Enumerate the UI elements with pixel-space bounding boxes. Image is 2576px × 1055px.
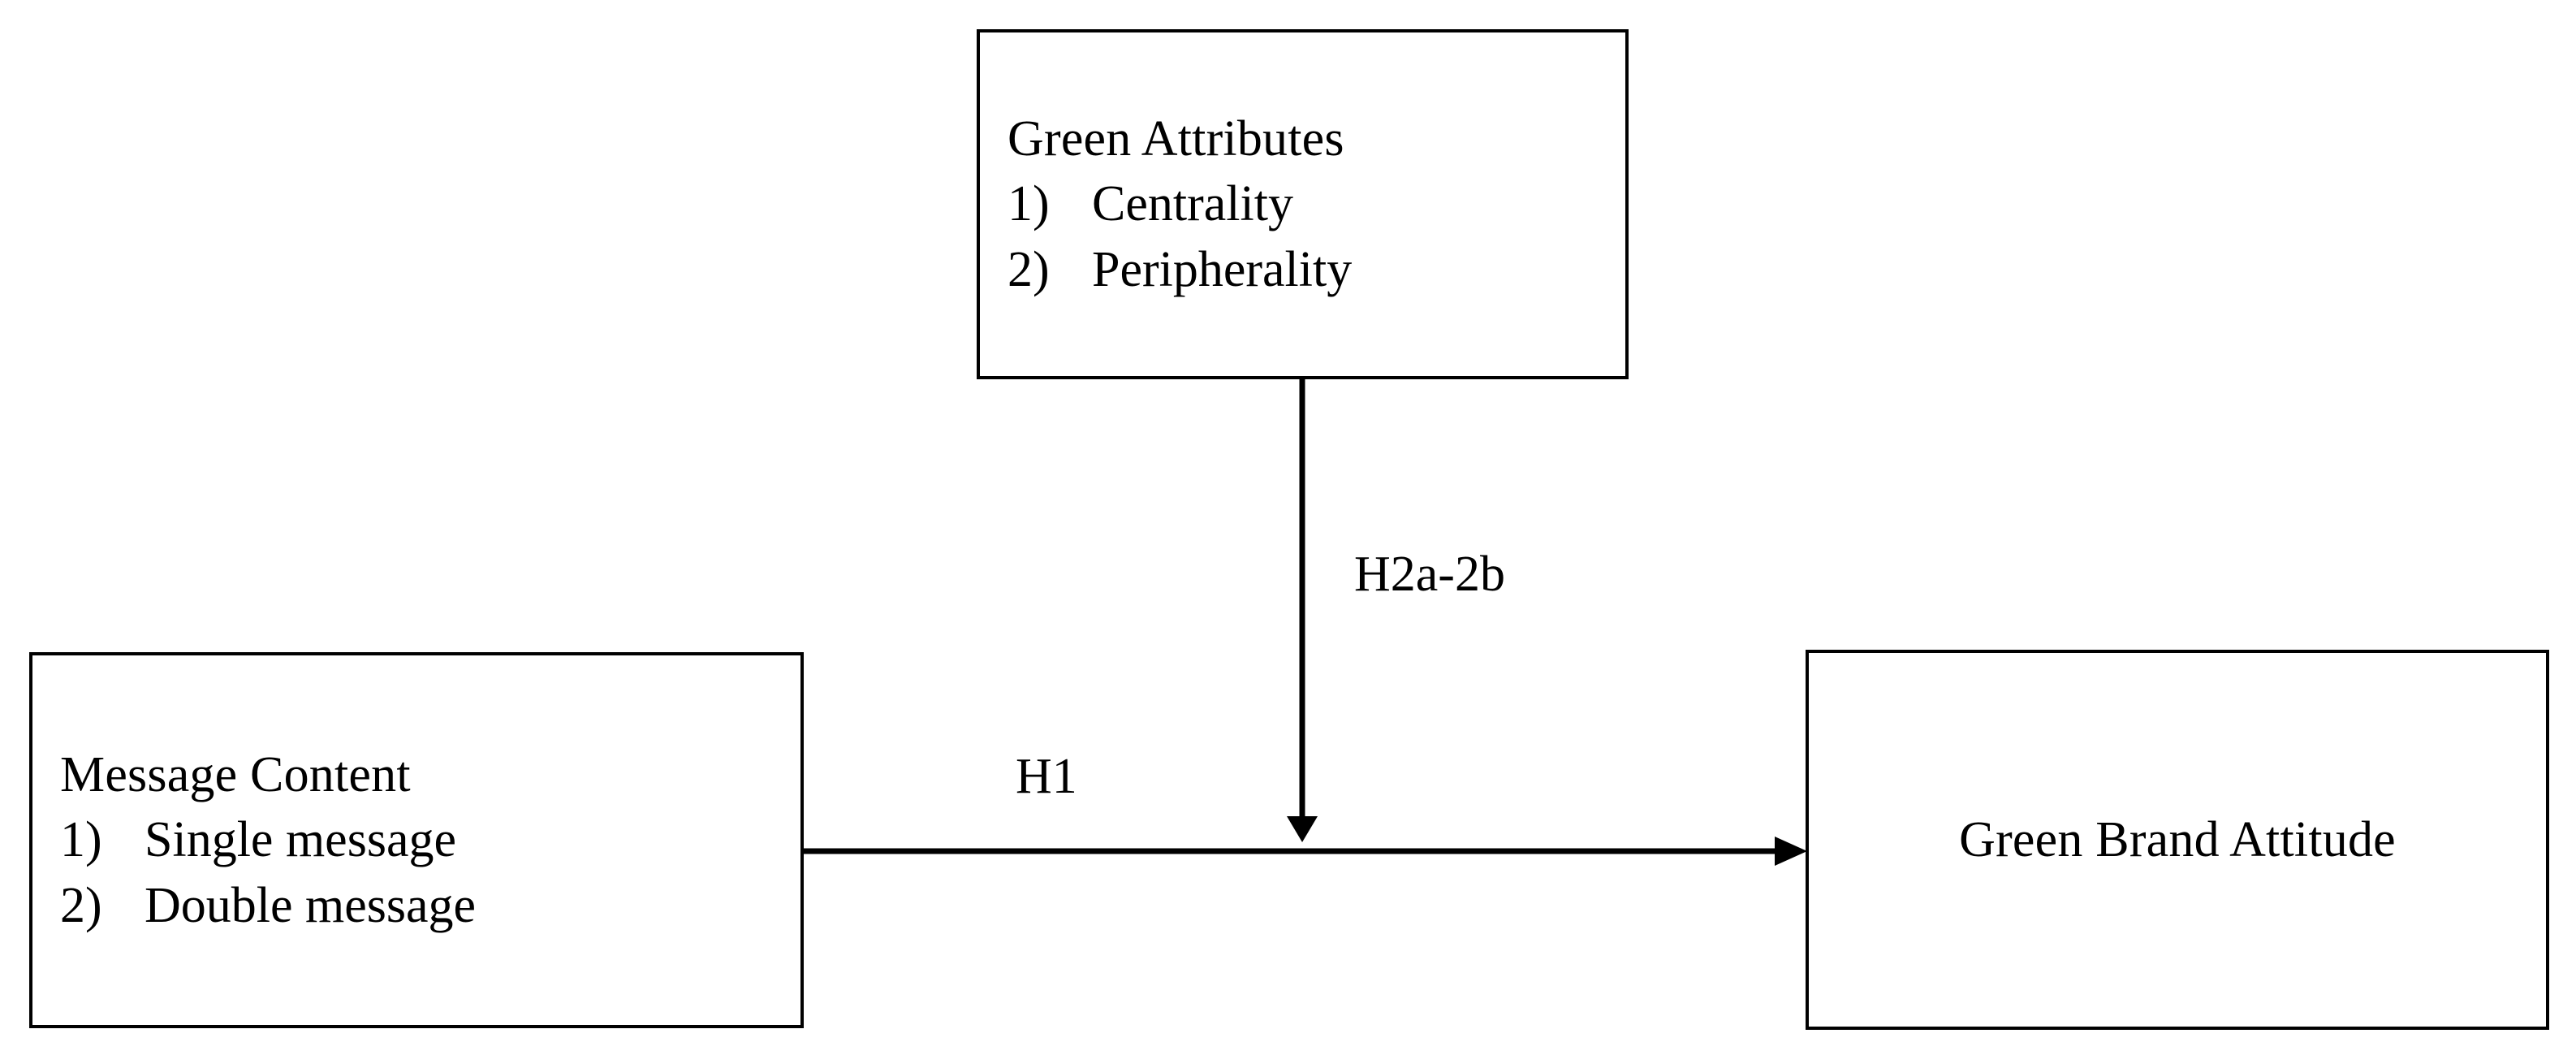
node-green-brand-attitude-content: Green Brand Attitude: [1809, 807, 2546, 873]
list-item-marker: 1): [1008, 176, 1050, 232]
list-item: 1) Centrality: [1008, 171, 1598, 237]
arrow-h2: [1287, 376, 1318, 842]
list-item-marker: 2): [60, 877, 102, 933]
arrow-h1: [804, 837, 1807, 866]
edge-label-h2a-2b: H2a-2b: [1354, 547, 1505, 602]
list-item: 2) Double message: [60, 873, 773, 939]
node-green-attributes-content: Green Attributes 1) Centrality 2) Periph…: [980, 106, 1625, 303]
node-green-attributes-title: Green Attributes: [1008, 110, 1344, 166]
node-message-content-content: Message Content 1) Single message 2) Dou…: [32, 742, 800, 939]
list-item-label: Peripherality: [1092, 241, 1353, 297]
node-message-content-list: 1) Single message 2) Double message: [60, 807, 773, 938]
node-message-content-title: Message Content: [60, 746, 411, 802]
node-green-brand-attitude[interactable]: Green Brand Attitude: [1806, 650, 2549, 1030]
list-item-marker: 1): [60, 812, 102, 868]
list-item: 2) Peripherality: [1008, 237, 1598, 303]
list-item: 1) Single message: [60, 807, 773, 873]
node-green-attributes-list: 1) Centrality 2) Peripherality: [1008, 171, 1598, 302]
list-item-marker: 2): [1008, 241, 1050, 297]
list-item-label: Centrality: [1092, 176, 1293, 232]
node-green-brand-attitude-title: Green Brand Attitude: [1959, 811, 2396, 867]
edge-label-h1: H1: [1016, 749, 1077, 804]
node-green-attributes[interactable]: Green Attributes 1) Centrality 2) Periph…: [977, 29, 1629, 379]
list-item-label: Single message: [145, 812, 456, 868]
node-message-content[interactable]: Message Content 1) Single message 2) Dou…: [29, 652, 804, 1028]
list-item-label: Double message: [145, 877, 477, 933]
